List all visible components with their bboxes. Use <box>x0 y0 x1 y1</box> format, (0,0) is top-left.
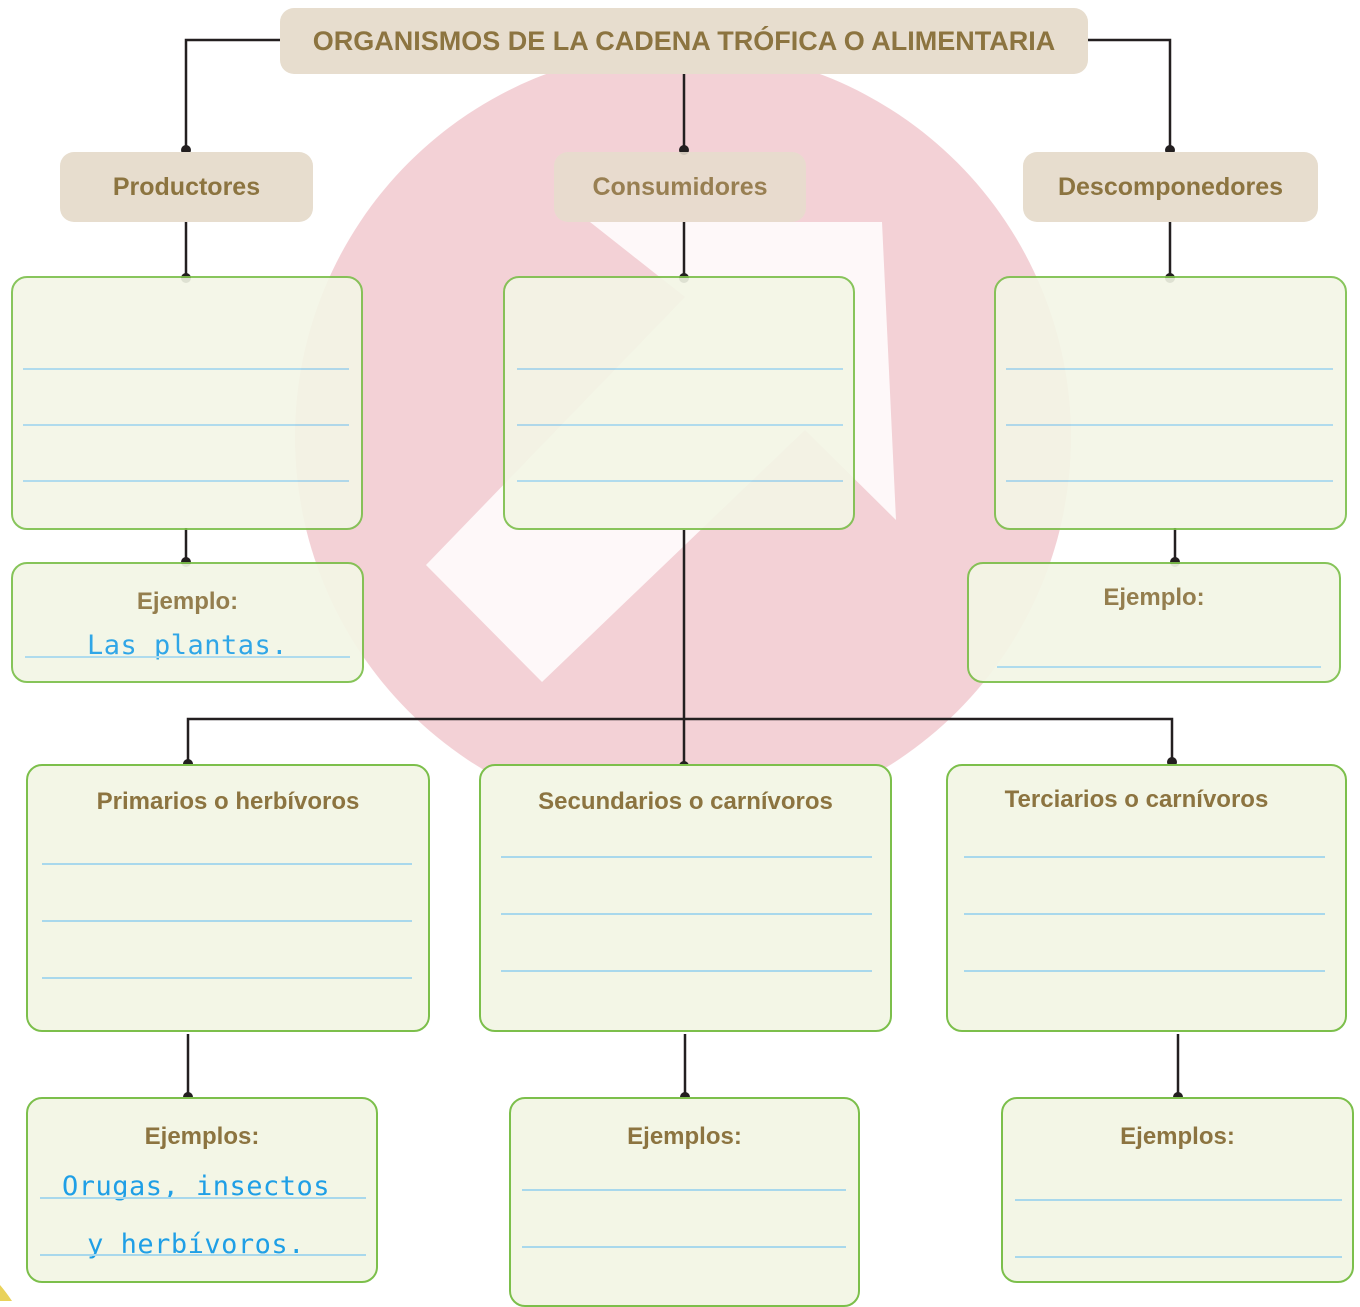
primarios-examples-box[interactable]: Ejemplos: Orugas, insectos y herbívoros. <box>26 1097 378 1283</box>
terciarios-examples-label: Ejemplos: <box>1120 1123 1235 1150</box>
writing-line <box>40 1254 366 1256</box>
writing-line <box>997 666 1321 668</box>
writing-line <box>40 1197 366 1199</box>
writing-line <box>501 913 872 915</box>
writing-line <box>23 368 349 370</box>
writing-line <box>23 424 349 426</box>
descomponedores-definition-box[interactable] <box>994 276 1347 530</box>
writing-line <box>42 863 412 865</box>
category-descomponedores-label: Descomponedores <box>1057 172 1284 201</box>
writing-line <box>23 480 349 482</box>
writing-line <box>501 856 872 858</box>
secundarios-examples-label: Ejemplos: <box>627 1123 742 1150</box>
secundarios-box[interactable]: Secundarios o carnívoros <box>479 764 892 1032</box>
category-productores-label: Productores <box>112 172 261 201</box>
category-consumidores: Consumidores <box>554 152 806 222</box>
descomponedores-example-label: Ejemplo: <box>1103 584 1205 611</box>
writing-line <box>501 970 872 972</box>
writing-line <box>517 480 843 482</box>
secundarios-examples-box[interactable]: Ejemplos: <box>509 1097 860 1307</box>
secundarios-label: Secundarios o carnívoros <box>538 788 833 815</box>
writing-line <box>964 913 1325 915</box>
writing-line <box>522 1246 846 1248</box>
category-productores: Productores <box>60 152 313 222</box>
category-descomponedores: Descomponedores <box>1023 152 1318 222</box>
writing-line <box>517 424 843 426</box>
productores-definition-box[interactable] <box>11 276 363 530</box>
terciarios-label: Terciarios o carnívoros <box>1004 786 1269 813</box>
writing-line <box>1006 368 1333 370</box>
productores-example-answer: Las plantas. <box>86 630 289 661</box>
writing-line <box>1015 1256 1342 1258</box>
diagram-title-text: ORGANISMOS DE LA CADENA TRÓFICA O ALIMEN… <box>312 25 1056 56</box>
descomponedores-example-box[interactable]: Ejemplo: <box>967 562 1341 683</box>
primarios-box[interactable]: Primarios o herbívoros <box>26 764 430 1032</box>
writing-line <box>964 970 1325 972</box>
writing-line <box>42 977 412 979</box>
writing-line <box>42 920 412 922</box>
productores-example-box[interactable]: Ejemplo: Las plantas. <box>11 562 364 683</box>
terciarios-box[interactable]: Terciarios o carnívoros <box>946 764 1347 1032</box>
category-consumidores-label: Consumidores <box>592 172 768 201</box>
writing-line <box>25 656 350 658</box>
primarios-label: Primarios o herbívoros <box>96 788 360 815</box>
terciarios-examples-box[interactable]: Ejemplos: <box>1001 1097 1354 1283</box>
writing-line <box>1006 424 1333 426</box>
primarios-examples-answer-1: Orugas, insectos <box>61 1171 331 1202</box>
primarios-examples-label: Ejemplos: <box>144 1123 260 1150</box>
writing-line <box>964 856 1325 858</box>
writing-line <box>1015 1199 1342 1201</box>
writing-line <box>517 368 843 370</box>
writing-line <box>522 1189 846 1191</box>
writing-line <box>1006 480 1333 482</box>
diagram-title: ORGANISMOS DE LA CADENA TRÓFICA O ALIMEN… <box>280 8 1088 74</box>
productores-example-label: Ejemplo: <box>136 588 239 615</box>
consumidores-definition-box[interactable] <box>503 276 855 530</box>
